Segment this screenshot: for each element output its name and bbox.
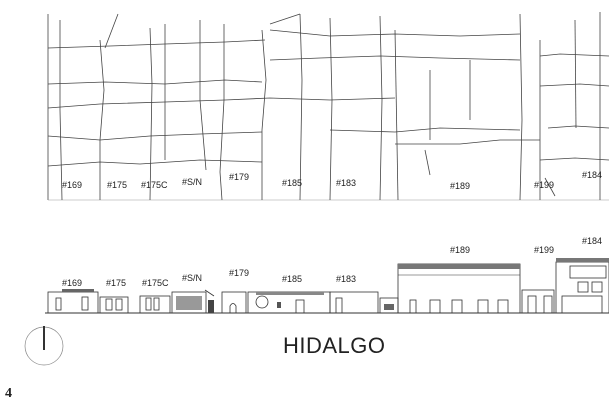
plan-label-sn: #S/N (182, 177, 203, 187)
elevation-label-175: #175 (106, 278, 127, 288)
plan-label-183: #183 (336, 178, 357, 188)
plan-label-185: #185 (282, 178, 303, 188)
north-arrow-icon (24, 326, 64, 366)
plan-label-189: #189 (450, 181, 471, 191)
elevation-label-169: #169 (62, 278, 83, 288)
plan-label-175: #175 (107, 180, 128, 190)
plan-label-175c: #175C (141, 180, 168, 190)
elevation-label-183: #183 (336, 274, 357, 284)
plan-label-179: #179 (229, 172, 250, 182)
elevation-view (45, 258, 609, 314)
plan-label-184: #184 (582, 170, 603, 180)
elevation-label-189: #189 (450, 245, 471, 255)
elevation-label-184: #184 (582, 236, 603, 246)
elevation-label-179: #179 (229, 268, 250, 278)
plan-label-199: #199 (534, 180, 555, 190)
elevation-label-175c: #175C (142, 278, 169, 288)
plan-label-169: #169 (62, 180, 83, 190)
page-number: 4 (5, 386, 12, 401)
elevation-label-199: #199 (534, 245, 555, 255)
elevation-label-185: #185 (282, 274, 303, 284)
elevation-label-sn: #S/N (182, 273, 203, 283)
plan-view (47, 12, 609, 201)
street-name: HIDALGO (283, 333, 386, 358)
